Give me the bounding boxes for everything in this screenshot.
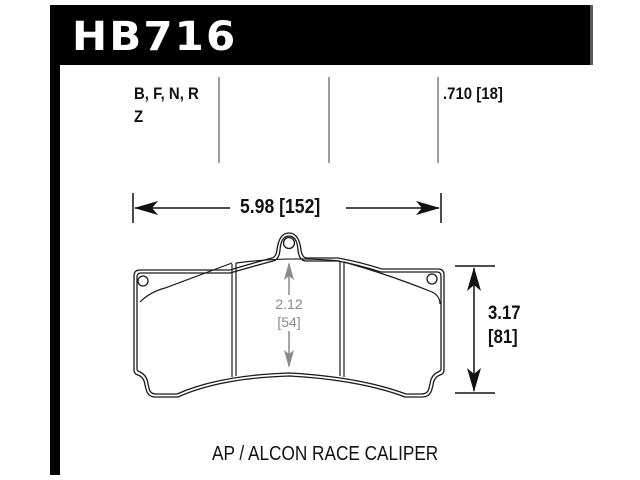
inner-height-mm: [54]: [277, 314, 301, 330]
height-dimension-arrow: [455, 265, 495, 394]
thickness-reference-lines: [218, 77, 439, 163]
height-inches: 3.17: [488, 303, 521, 324]
part-number-title: HB716: [72, 14, 238, 60]
compound-codes-line-1: B, F, N, R: [134, 84, 199, 103]
pad-outline: [133, 232, 445, 398]
caliper-caption: AP / ALCON RACE CALIPER: [212, 443, 439, 465]
height-mm: [81]: [488, 327, 518, 348]
inner-height-inches: 2.12: [275, 296, 303, 312]
mounting-hole-icons: [137, 236, 438, 287]
left-border-bar: [50, 5, 60, 475]
compound-codes: B, F, N, R Z: [134, 82, 199, 128]
width-label: 5.98 [152]: [240, 196, 321, 218]
compound-codes-line-2: Z: [134, 107, 144, 126]
header-bar: [50, 5, 593, 65]
width-dimension-arrow: [132, 193, 442, 223]
friction-material-outline: [139, 258, 441, 377]
height-label: 3.17 [81]: [488, 302, 521, 350]
inner-height-label: 2.12 [54]: [272, 295, 306, 331]
thickness-label: .710 [18]: [443, 84, 503, 103]
